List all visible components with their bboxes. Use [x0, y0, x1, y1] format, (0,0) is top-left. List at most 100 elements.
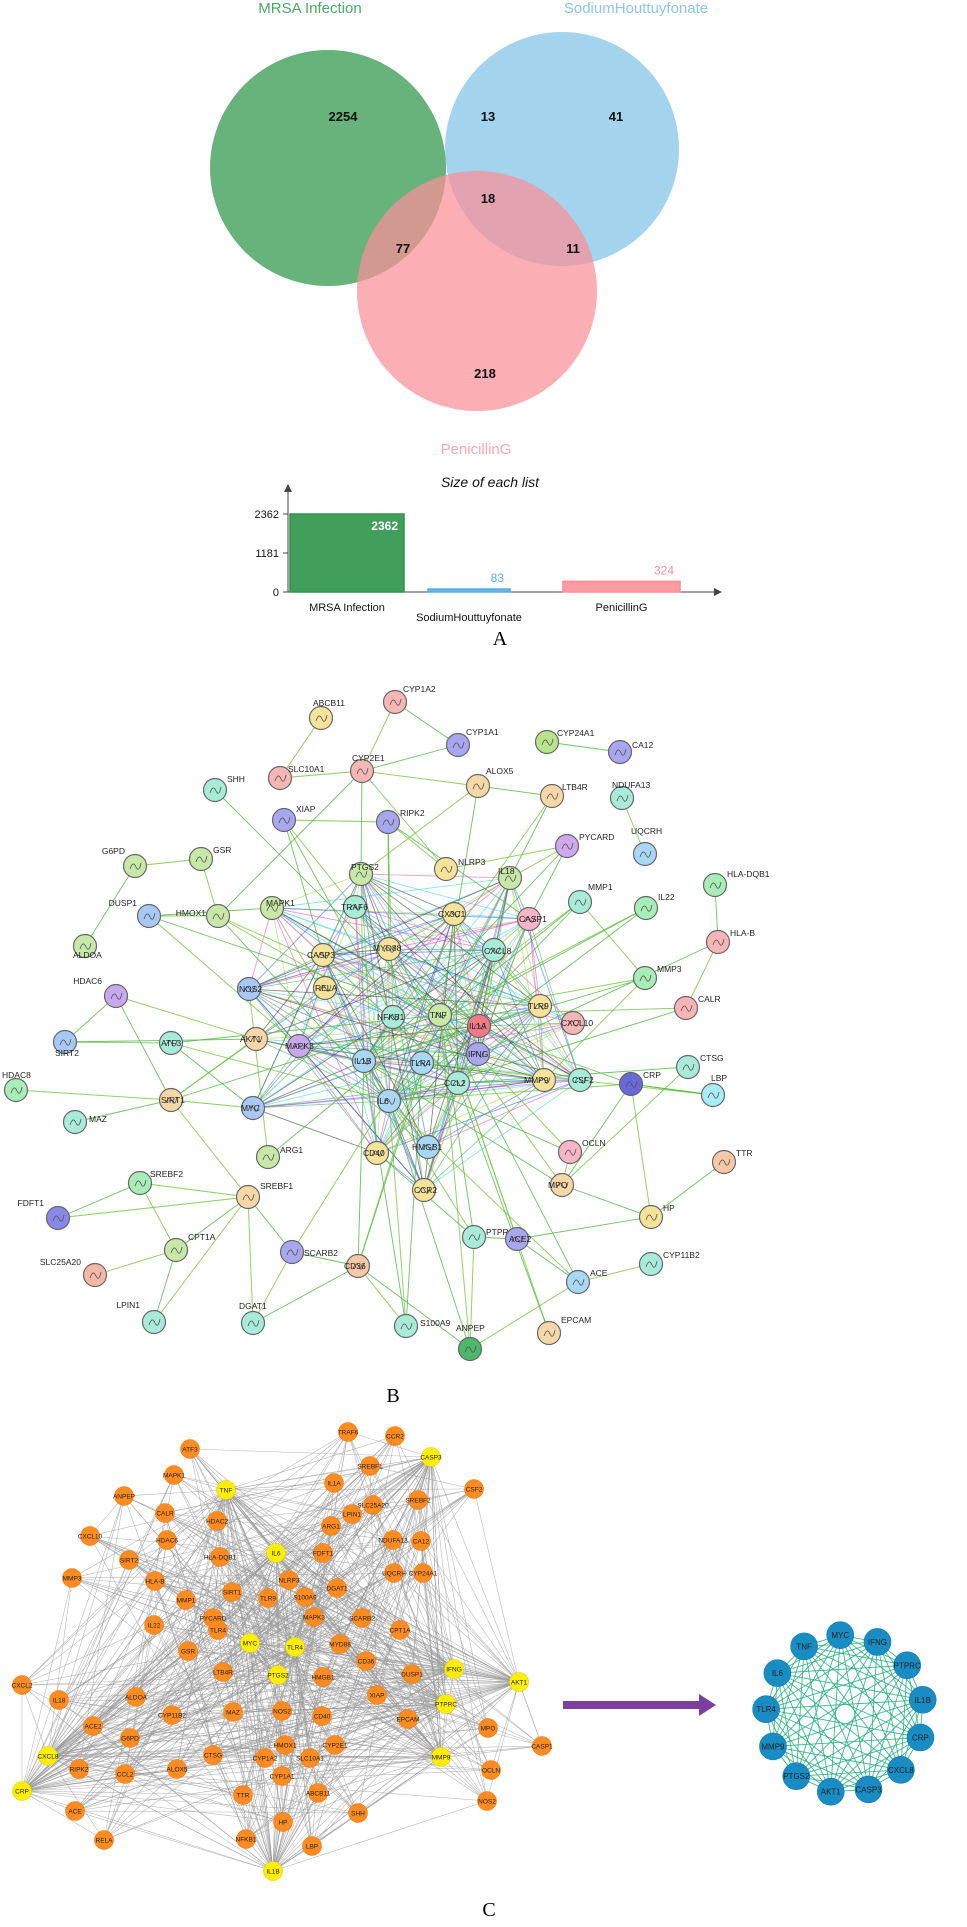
string-node-circle: [103, 983, 129, 1009]
string-node-arg1: ARG1: [255, 1144, 303, 1170]
string-node-circle: [673, 995, 699, 1021]
cyto-node-label: GSR: [181, 1648, 195, 1655]
cyto-node-cxcl2: CXCL2: [12, 1675, 33, 1695]
string-edge: [271, 907, 581, 1081]
cyto-node-cyp11b2: CYP11B2: [158, 1705, 186, 1725]
cyto-edge: [222, 1671, 489, 1729]
string-edge: [439, 795, 553, 1016]
string-node-circle: [240, 1310, 266, 1336]
cyto-node-circle: [273, 1812, 293, 1832]
cyto-node-uqcrh: UQCRH: [382, 1563, 406, 1583]
cyto-node-label: CPT1A: [390, 1627, 412, 1634]
cyto-edge: [103, 1744, 336, 1841]
string-node-label: IL6: [377, 1096, 389, 1106]
hub-node-label: CXCL8: [888, 1766, 914, 1775]
string-edge: [509, 877, 545, 1081]
hub-edge: [830, 1699, 924, 1793]
protein-structure-icon: [422, 1143, 435, 1151]
cyto-edge: [334, 1727, 489, 1746]
cyto-node-label: CXCL10: [78, 1533, 103, 1540]
string-node-label: ACE: [590, 1268, 608, 1278]
protein-structure-icon: [440, 865, 453, 873]
cyto-edge: [123, 1489, 227, 1497]
protein-structure-icon: [468, 1233, 481, 1241]
string-node-crp: CRP: [618, 1070, 661, 1097]
hub-edge: [772, 1664, 908, 1747]
cyto-node-label: CXCL2: [12, 1682, 33, 1689]
protein-structure-icon: [712, 938, 725, 946]
string-node-label: CCR2: [414, 1185, 437, 1195]
protein-structure-icon: [352, 1262, 365, 1270]
cyto-node-label: PYCARD: [199, 1615, 226, 1622]
cyto-edge: [171, 1646, 296, 1716]
cyto-node-traf6: TRAF6: [338, 1422, 359, 1442]
cyto-node-circle: [300, 1748, 320, 1768]
string-node-gsr: GSR: [188, 845, 231, 872]
string-node-circle: [382, 689, 408, 715]
protein-structure-icon: [242, 1193, 255, 1201]
cyto-edge: [74, 1646, 296, 1812]
string-node-label: HMOX1: [176, 908, 207, 918]
venn-count-mrsa-sh: 13: [481, 109, 495, 124]
string-edge: [360, 785, 479, 875]
arrow-to-hub-network: [563, 1694, 716, 1716]
cyto-edge: [311, 1715, 323, 1847]
cyto-edge: [21, 1539, 168, 1686]
string-edge: [650, 1161, 725, 1218]
string-node-label: IL1B: [354, 1056, 372, 1066]
string-edge: [439, 1014, 471, 1350]
string-node-circle: [433, 856, 459, 882]
string-edge: [363, 907, 647, 1062]
string-node-label: MAZ: [89, 1114, 107, 1124]
string-edge: [477, 785, 553, 797]
string-node-cyp1a2: CYP1A2: [382, 684, 436, 715]
cyto-node-circle: [509, 1672, 529, 1692]
cyto-node-label: CASP3: [420, 1454, 442, 1461]
string-edge: [357, 1265, 471, 1350]
cyto-edge: [453, 1668, 520, 1683]
string-node-label: PTPRC: [486, 1227, 515, 1237]
bar-y-tick-label: 0: [273, 587, 279, 599]
protein-structure-icon: [110, 992, 123, 1000]
string-node-label: NFKB1: [377, 1012, 405, 1022]
string-node-label: OCLN: [582, 1138, 606, 1148]
protein-structure-icon: [165, 1096, 178, 1104]
cyto-edge: [267, 1597, 279, 1676]
string-edge: [388, 948, 459, 1084]
protein-structure-icon: [209, 786, 222, 794]
cyto-node-slc10a1: SLC10A1: [296, 1748, 324, 1768]
cyto-edge: [173, 1474, 353, 1515]
cyto-edge: [272, 1703, 447, 1872]
hub-edge: [868, 1665, 908, 1790]
hub-edge: [830, 1737, 921, 1793]
protein-structure-icon: [511, 1235, 524, 1243]
string-node-label: NDUFA13: [612, 780, 651, 790]
string-node-label: CYP1A1: [466, 727, 499, 737]
cyto-edge: [135, 1599, 187, 1698]
string-node-circle: [711, 1149, 737, 1175]
string-edge: [469, 1281, 579, 1350]
cyto-edge: [47, 1710, 283, 1757]
cyto-node-label: SREBF2: [405, 1497, 431, 1504]
protein-structure-icon: [639, 974, 652, 982]
hub-node-circle: [908, 1685, 937, 1714]
string-node-circle: [188, 846, 214, 872]
string-node-label: NOS2: [239, 984, 262, 994]
string-node-label: IL1A: [469, 1021, 487, 1031]
cyto-node-srebf2: SREBF2: [405, 1490, 431, 1510]
cyto-edge: [219, 1556, 274, 1872]
protein-structure-icon: [134, 1179, 147, 1187]
protein-structure-icon: [452, 741, 465, 749]
protein-structure-icon: [488, 946, 501, 954]
string-node-aldoa: ALDOA: [72, 933, 102, 960]
string-edge: [388, 1100, 407, 1327]
cyto-node-ptgs2: PTGS2: [267, 1665, 289, 1685]
hub-edge: [803, 1646, 832, 1792]
cyto-node-circle: [216, 1480, 236, 1500]
string-edge: [252, 873, 362, 1109]
string-edge: [252, 1045, 300, 1109]
protein-structure-icon: [89, 1271, 102, 1279]
cyto-node-circle: [402, 1664, 422, 1684]
protein-structure-icon: [645, 1260, 658, 1268]
string-edge: [139, 1182, 249, 1198]
